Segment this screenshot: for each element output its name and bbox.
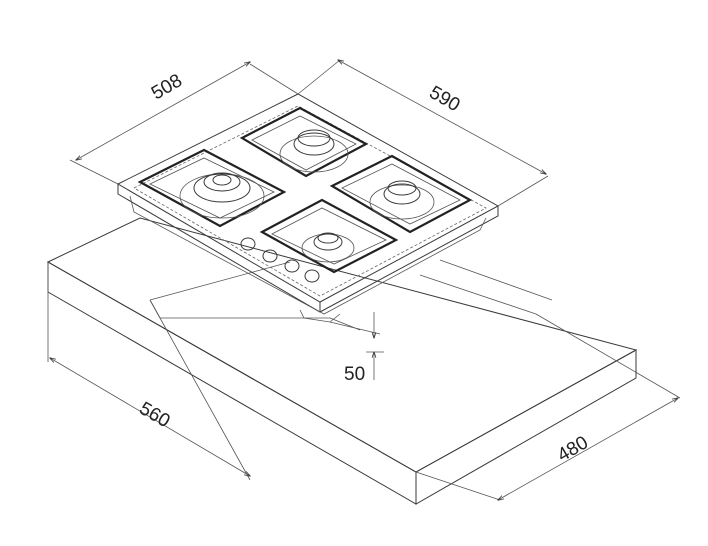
pan-support-front (259, 198, 399, 274)
pan-support-left (137, 148, 287, 228)
control-knobs (240, 237, 320, 283)
dimension-label-50: 50 (344, 364, 365, 385)
countertop-block (46, 217, 638, 505)
knob-3-icon (284, 259, 300, 273)
dimension-label-508: 508 (148, 70, 186, 104)
knob-2-icon (262, 249, 278, 263)
knob-1-icon (240, 237, 256, 251)
dimension-cutout-height: 50 (329, 312, 384, 385)
knob-4-icon (304, 269, 320, 283)
dimension-cutout-depth: 480 (415, 313, 681, 500)
dimension-label-480: 480 (554, 432, 592, 466)
burner-right (369, 180, 435, 220)
burner-front (301, 232, 355, 263)
pan-support-right (329, 154, 473, 234)
dimension-cutout-width: 560 (47, 262, 250, 481)
pan-support-rear (239, 106, 369, 178)
burner-left-wok (179, 172, 265, 219)
